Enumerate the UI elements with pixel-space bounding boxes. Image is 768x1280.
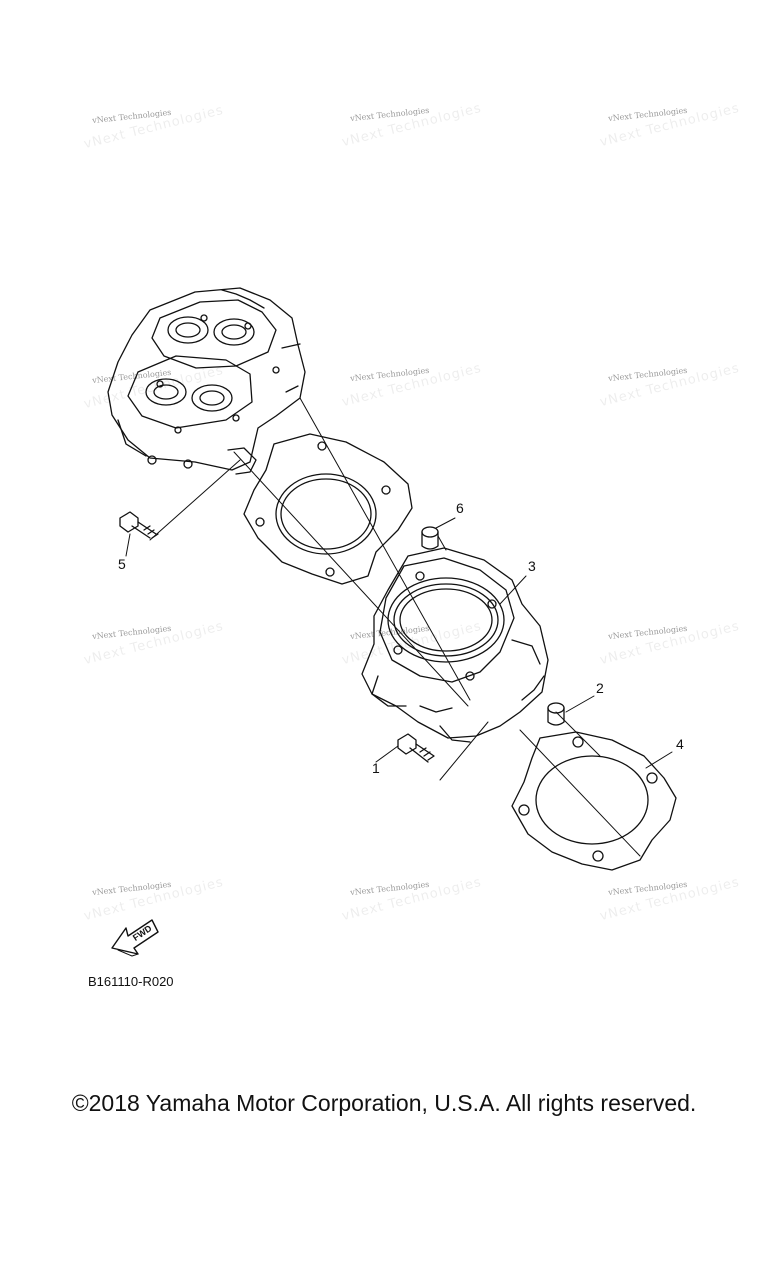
callout-6: 6 bbox=[456, 500, 464, 516]
callout-2: 2 bbox=[596, 680, 604, 696]
callout-5: 5 bbox=[118, 556, 126, 572]
bolt-lower bbox=[397, 733, 435, 763]
callout-3: 3 bbox=[528, 558, 536, 574]
dowel-pin-upper bbox=[421, 526, 439, 550]
callout-4: 4 bbox=[676, 736, 684, 752]
diagram-code: B161110-R020 bbox=[88, 974, 174, 989]
copyright-notice: ©2018 Yamaha Motor Corporation, U.S.A. A… bbox=[71, 1090, 697, 1116]
assembly-lines bbox=[125, 397, 673, 857]
forward-arrow-icon bbox=[111, 919, 159, 957]
base-gasket bbox=[511, 731, 677, 871]
callout-1: 1 bbox=[372, 760, 380, 776]
bolt-upper bbox=[119, 511, 159, 539]
head-gasket bbox=[243, 433, 413, 585]
dowel-pin-lower bbox=[547, 702, 565, 726]
cylinder-block bbox=[361, 547, 549, 743]
cylinder-head bbox=[107, 287, 306, 475]
